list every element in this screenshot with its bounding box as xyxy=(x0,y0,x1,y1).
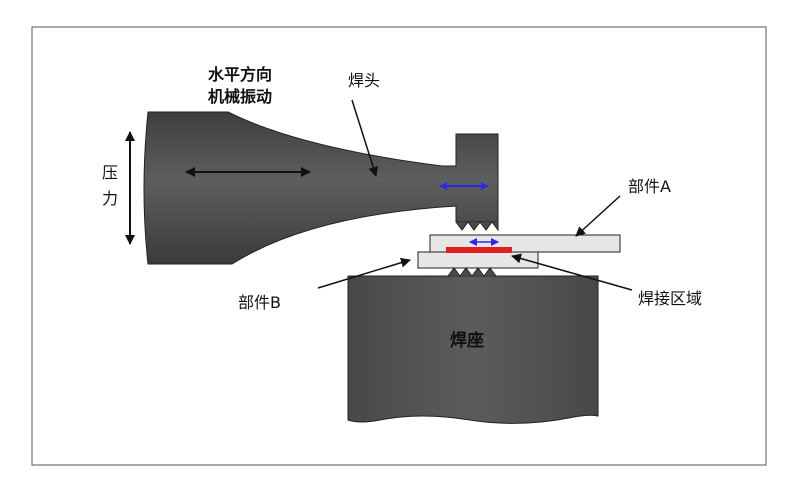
anvil-shape xyxy=(347,275,599,424)
anvil-serrations xyxy=(447,267,497,277)
horn-serrations xyxy=(455,221,499,232)
anvil-label: 焊座 xyxy=(450,330,484,351)
weld-zone xyxy=(446,247,512,253)
part-b-leader-arrow xyxy=(317,257,411,289)
horn-leader-arrow xyxy=(351,99,379,177)
pressure-label-line1: 压 xyxy=(102,163,118,182)
vibration-label-line1: 水平方向 xyxy=(208,65,272,84)
horn-label: 焊头 xyxy=(348,71,380,90)
horn-shape xyxy=(143,111,499,265)
part-b-label: 部件B xyxy=(238,293,281,312)
weld-zone-leader-arrow xyxy=(511,253,633,291)
vibration-label-line2: 机械振动 xyxy=(208,87,272,106)
part-a-label: 部件A xyxy=(628,177,671,196)
weld-zone-label: 焊接区域 xyxy=(638,289,702,308)
part-b-plate xyxy=(417,251,539,269)
pressure-label-line2: 力 xyxy=(102,189,118,208)
part-a-leader-arrow xyxy=(575,195,621,237)
